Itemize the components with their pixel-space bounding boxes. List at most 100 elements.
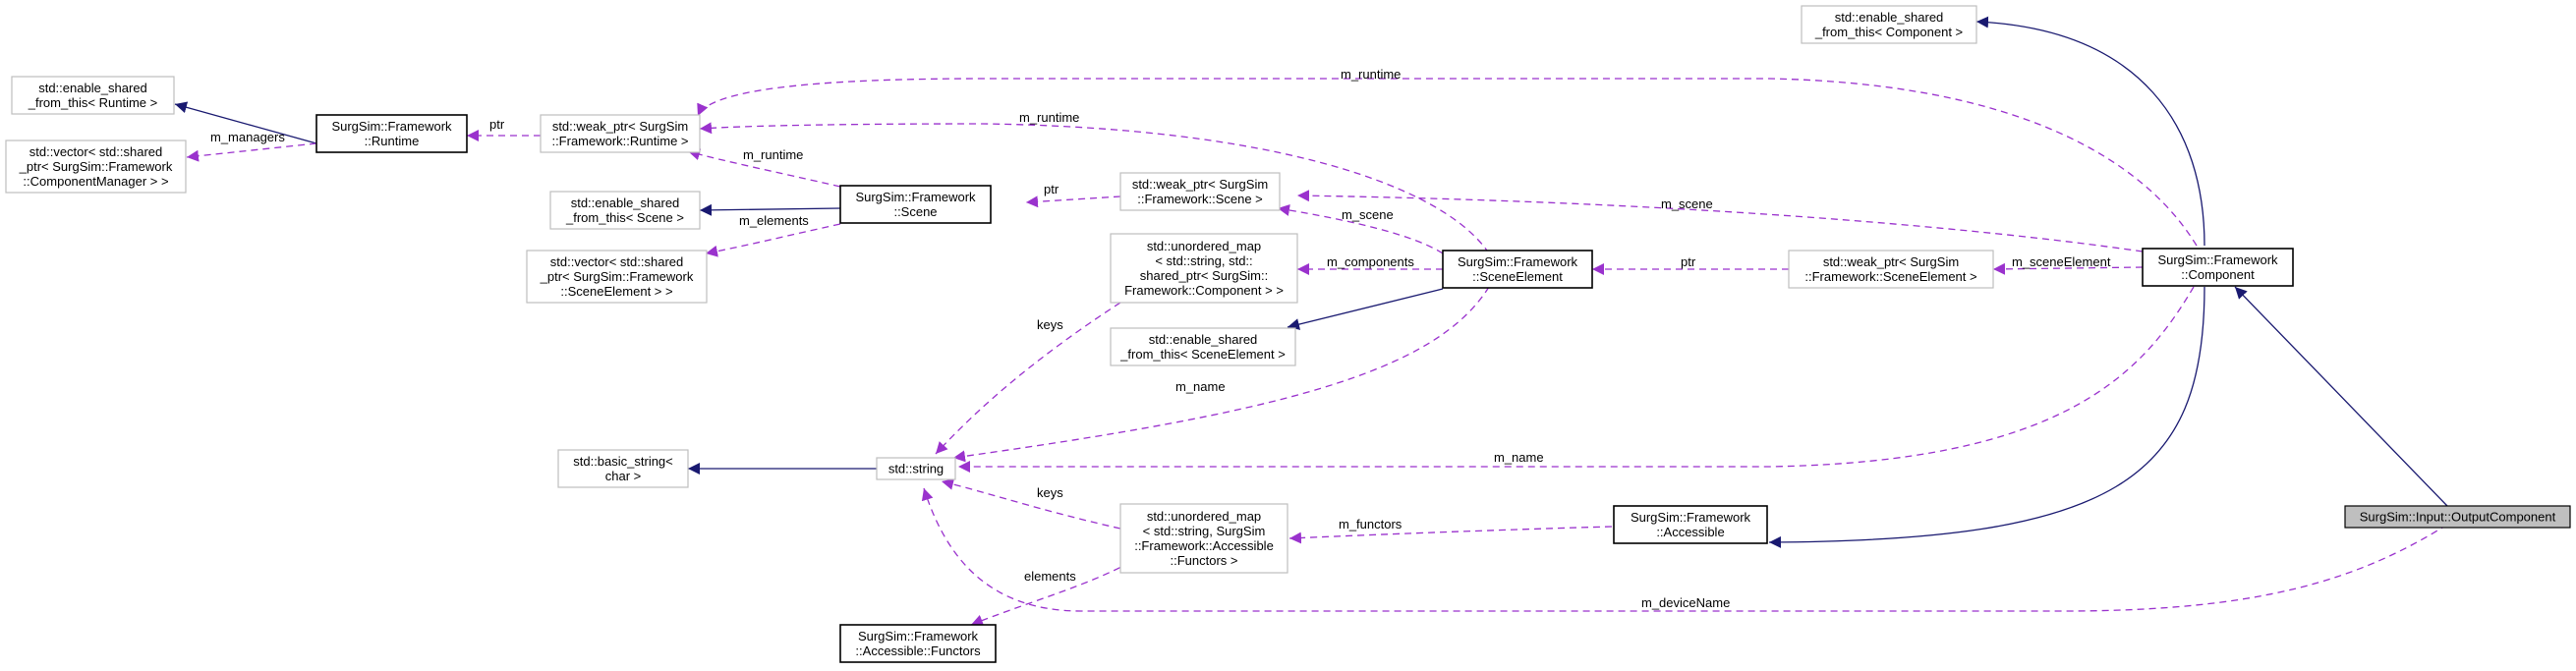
- edge-output-inherits-component: [2234, 286, 2448, 507]
- class-node-label-line: std::enable_shared: [1149, 332, 1258, 347]
- edge-string-keys-func: [941, 477, 1121, 530]
- edge-weak-scene-ptr: [1025, 196, 1121, 208]
- class-node-vector-cm[interactable]: std::vector< std::shared_ptr< SurgSim::F…: [5, 140, 187, 194]
- class-node-label-line: shared_ptr< SurgSim::: [1140, 268, 1268, 283]
- class-node-label-line: SurgSim::Input::OutputComponent: [2360, 510, 2556, 525]
- class-node-esft-se[interactable]: std::enable_shared_from_this< SceneEleme…: [1110, 327, 1296, 366]
- class-node-string[interactable]: std::string: [876, 457, 956, 480]
- edge-string-m-name-component: [958, 286, 2195, 473]
- label-m-name-se: m_name: [1175, 379, 1226, 394]
- label-ptr-se: ptr: [1681, 254, 1696, 269]
- edge-scene-m-runtime: [687, 148, 841, 188]
- label-keys-func: keys: [1037, 485, 1063, 500]
- class-node-box: [1788, 250, 1994, 289]
- class-node-box: [2344, 505, 2571, 529]
- class-node-label-line: ::Accessible::Functors: [855, 643, 981, 658]
- class-node-scene[interactable]: SurgSim::Framework::Scene: [839, 185, 992, 224]
- label-m-deviceName: m_deviceName: [1641, 595, 1730, 610]
- class-node-box: [839, 624, 997, 663]
- edge-component-m-scene: [1296, 190, 2144, 252]
- class-node-box: [1801, 5, 1977, 44]
- label-keys-comp: keys: [1037, 317, 1063, 332]
- class-node-umap-func[interactable]: std::unordered_map< std::string, SurgSim…: [1119, 503, 1288, 574]
- class-node-output-component[interactable]: SurgSim::Input::OutputComponent: [2344, 505, 2571, 529]
- class-node-box: [540, 114, 701, 153]
- class-node-umap-comp[interactable]: std::unordered_map< std::string, std::sh…: [1110, 233, 1298, 304]
- class-node-label-line: _from_this< Scene >: [565, 210, 684, 225]
- class-node-box: [839, 185, 992, 224]
- class-node-label-line: std::unordered_map: [1147, 509, 1261, 524]
- class-node-label-line: ::SceneElement > >: [560, 284, 672, 299]
- class-node-box: [2142, 248, 2294, 287]
- class-node-box: [1119, 503, 1288, 574]
- class-node-label-line: std::enable_shared: [571, 196, 680, 210]
- edges: [174, 16, 2448, 627]
- class-node-label-line: SurgSim::Framework: [1631, 510, 1751, 525]
- class-node-label-line: _ptr< SurgSim::Framework: [19, 159, 173, 174]
- class-node-esft-runtime[interactable]: std::enable_shared_from_this< Runtime >: [11, 76, 175, 115]
- class-node-label-line: < std::string, SurgSim: [1143, 524, 1266, 538]
- class-node-esft-scene[interactable]: std::enable_shared_from_this< Scene >: [549, 191, 701, 230]
- label-elements: elements: [1024, 569, 1076, 584]
- edge-se-inherits-esft-se: [1287, 288, 1444, 330]
- class-node-label-line: ::Component: [2181, 267, 2255, 282]
- class-node-label-line: _ptr< SurgSim::Framework: [540, 269, 694, 284]
- edge-component-inherits-esft-component: [1975, 16, 2205, 247]
- class-node-box: [1110, 233, 1298, 304]
- class-node-label-line: std::vector< std::shared: [29, 144, 162, 159]
- label-ptr-runtime: ptr: [489, 117, 505, 132]
- class-node-box: [526, 250, 708, 304]
- label-m-sceneElement: m_sceneElement: [2012, 254, 2111, 269]
- class-node-label-line: std::vector< std::shared: [550, 254, 683, 269]
- class-node-label-line: SurgSim::Framework: [331, 119, 452, 134]
- class-node-label-line: ::SceneElement: [1472, 269, 1563, 284]
- class-node-accessible[interactable]: SurgSim::Framework::Accessible: [1613, 505, 1768, 544]
- class-node-scene-element[interactable]: SurgSim::Framework::SceneElement: [1442, 250, 1593, 289]
- class-node-basic-string[interactable]: std::basic_string<char >: [557, 449, 689, 488]
- class-node-box: [5, 140, 187, 194]
- class-node-label-line: ::Accessible: [1656, 525, 1724, 539]
- label-m-components: m_components: [1327, 254, 1414, 269]
- edge-string-keys-comp: [935, 302, 1121, 455]
- class-node-component[interactable]: SurgSim::Framework::Component: [2142, 248, 2294, 287]
- label-m-runtime-scene: m_runtime: [743, 147, 803, 162]
- class-node-functors[interactable]: SurgSim::Framework::Accessible::Functors: [839, 624, 997, 663]
- class-node-label-line: ::Scene: [893, 204, 937, 219]
- class-node-weak-runtime[interactable]: std::weak_ptr< SurgSim::Framework::Runti…: [540, 114, 701, 153]
- class-node-label-line: std::enable_shared: [38, 81, 147, 95]
- class-node-label-line: char >: [605, 469, 642, 483]
- class-node-vector-se[interactable]: std::vector< std::shared_ptr< SurgSim::F…: [526, 250, 708, 304]
- class-node-esft-component[interactable]: std::enable_shared_from_this< Component …: [1801, 5, 1977, 44]
- edge-functors-elements: [970, 561, 1131, 627]
- class-node-weak-scene[interactable]: std::weak_ptr< SurgSim::Framework::Scene…: [1119, 172, 1281, 211]
- class-node-label-line: std::weak_ptr< SurgSim: [552, 119, 688, 134]
- label-m-runtime-component: m_runtime: [1341, 67, 1401, 82]
- label-m-elements: m_elements: [739, 213, 809, 228]
- class-node-weak-se[interactable]: std::weak_ptr< SurgSim::Framework::Scene…: [1788, 250, 1994, 289]
- class-node-label-line: std::enable_shared: [1835, 10, 1944, 25]
- class-node-label-line: std::string: [888, 462, 944, 476]
- class-node-label-line: std::weak_ptr< SurgSim: [1823, 254, 1959, 269]
- class-node-label-line: ::ComponentManager > >: [23, 174, 168, 189]
- class-node-label-line: SurgSim::Framework: [2157, 252, 2278, 267]
- class-node-label-line: ::Runtime: [365, 134, 420, 148]
- class-node-label-line: _from_this< Runtime >: [28, 95, 158, 110]
- class-node-label-line: SurgSim::Framework: [858, 629, 979, 643]
- class-node-label-line: _from_this< SceneElement >: [1119, 347, 1286, 362]
- class-node-runtime[interactable]: SurgSim::Framework::Runtime: [315, 114, 468, 153]
- edge-string-m-name-se: [952, 286, 1490, 463]
- edge-scene-m-elements: [705, 223, 841, 257]
- class-node-label-line: std::basic_string<: [573, 454, 673, 469]
- class-node-box: [549, 191, 701, 230]
- label-ptr-scene: ptr: [1044, 182, 1059, 196]
- class-node-box: [557, 449, 689, 488]
- class-node-box: [1613, 505, 1768, 544]
- edge-se-m-scene: [1277, 204, 1444, 254]
- class-node-label-line: ::Framework::Runtime >: [551, 134, 688, 148]
- class-node-label-line: _from_this< Component >: [1814, 25, 1963, 39]
- edge-runtime-m-managers: [186, 142, 317, 162]
- label-m-scene-se: m_scene: [1342, 207, 1394, 222]
- class-node-label-line: std::weak_ptr< SurgSim: [1132, 177, 1268, 192]
- class-node-label-line: < std::string, std::: [1155, 253, 1252, 268]
